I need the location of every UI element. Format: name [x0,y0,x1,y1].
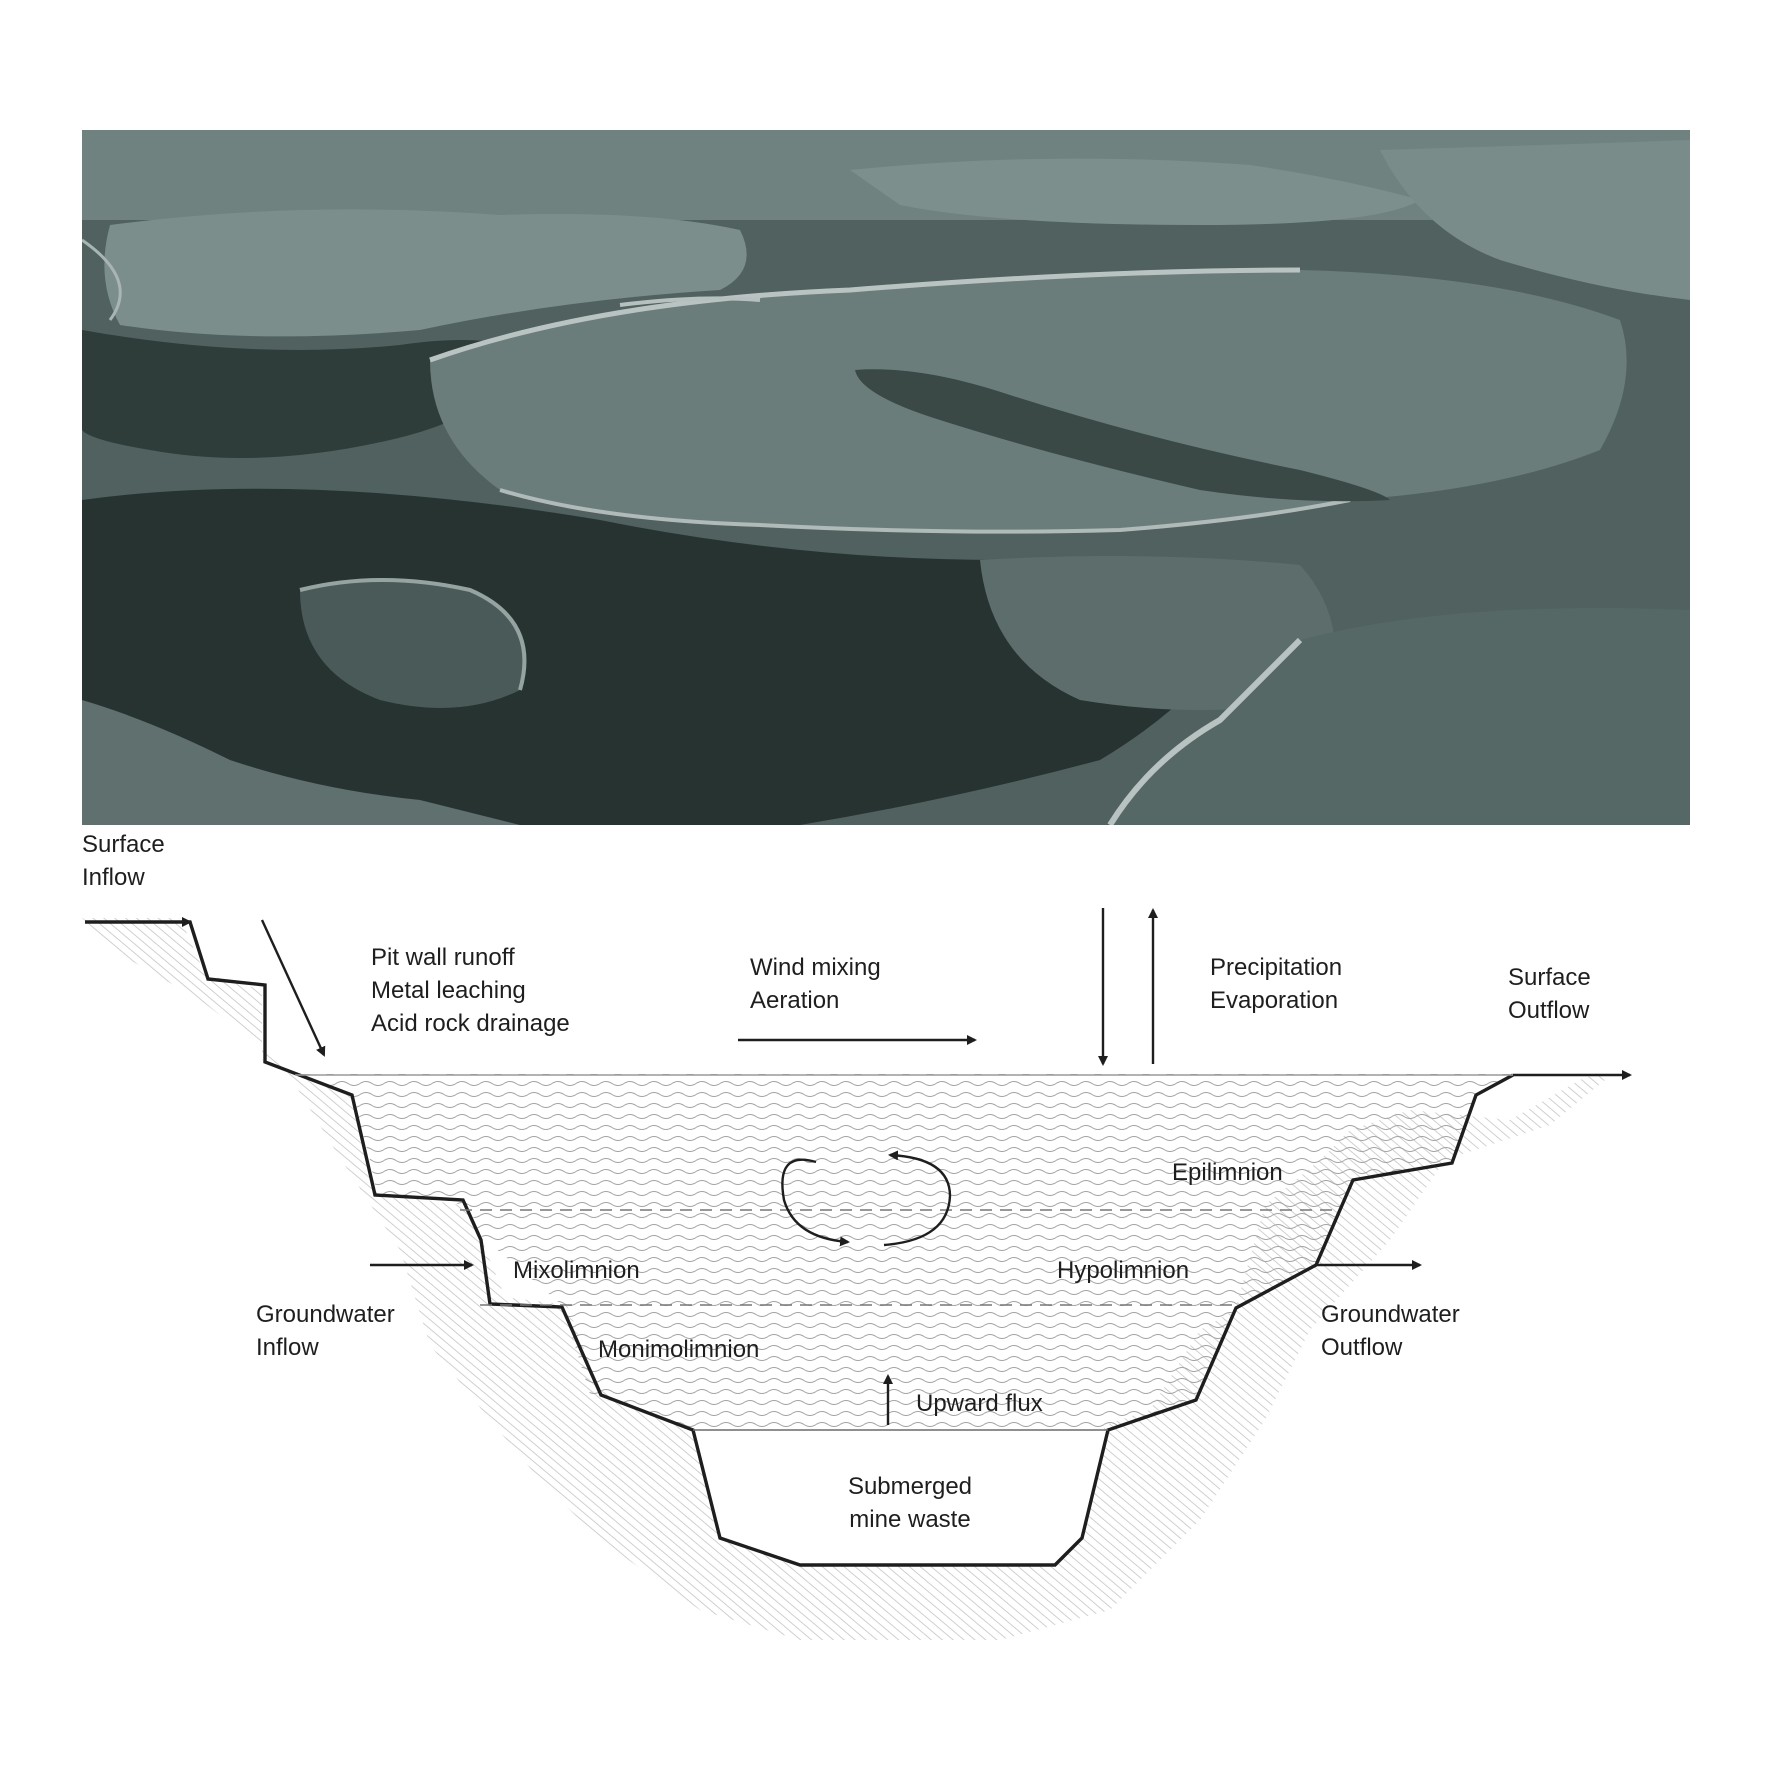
lake-water [295,1074,1513,1430]
label-monimolimnion: Monimolimnion [598,1336,759,1363]
label-epilimnion: Epilimnion [1172,1159,1283,1186]
label-mixolimnion: Mixolimnion [513,1257,640,1284]
label-upward-flux: Upward flux [916,1390,1043,1417]
aerial-lake-photo [82,130,1690,825]
pit-wall-runoff-arrow [260,919,326,1057]
ground-hatch-left [82,918,1605,1640]
label-hypolimnion: Hypolimnion [1057,1257,1189,1284]
circulation-arrow-top [781,1158,850,1247]
mine-waste-body [694,1430,1108,1566]
circulation-arrow-bottom [883,1150,952,1247]
